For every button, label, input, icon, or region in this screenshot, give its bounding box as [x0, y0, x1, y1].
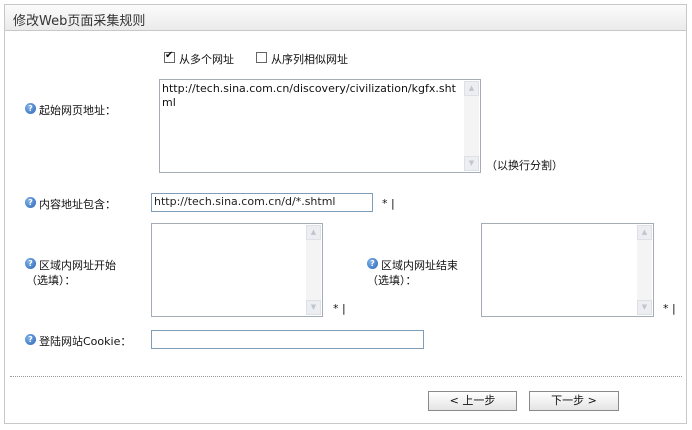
start-url-value: http://tech.sina.com.cn/discovery/civili…: [162, 82, 456, 109]
sequence-url-label: 从序列相似网址: [271, 53, 348, 66]
start-url-scrollbar[interactable]: ▲ ▼: [464, 81, 479, 171]
help-icon: ?: [25, 197, 36, 208]
scroll-up-icon[interactable]: ▲: [306, 225, 321, 240]
page-title: 修改Web页面采集规则: [13, 14, 146, 29]
region-end-optional-label: （选填）：: [367, 274, 417, 287]
region-end-scrollbar[interactable]: ▲ ▼: [637, 225, 652, 315]
title-bar: 修改Web页面采集规则: [4, 4, 687, 31]
scroll-up-icon[interactable]: ▲: [637, 225, 652, 240]
next-step-button[interactable]: 下一步 >: [529, 391, 619, 411]
sequence-url-checkbox[interactable]: [256, 52, 267, 63]
content-url-label: 内容地址包含：: [39, 198, 116, 211]
scroll-down-icon[interactable]: ▼: [464, 156, 479, 171]
region-end-textarea[interactable]: ▲ ▼: [481, 223, 654, 317]
scroll-down-icon[interactable]: ▼: [306, 300, 321, 315]
prev-step-button[interactable]: < 上一步: [428, 391, 517, 411]
help-icon: ?: [25, 258, 36, 269]
line-separator-hint: （以换行分割）: [486, 159, 563, 172]
help-icon: ?: [25, 334, 36, 345]
start-url-label: 起始网页地址：: [39, 104, 116, 117]
region-end-required-mark: * |: [663, 302, 676, 315]
content-url-input[interactable]: http://tech.sina.com.cn/d/*.shtml: [151, 193, 373, 212]
region-start-scrollbar[interactable]: ▲ ▼: [306, 225, 321, 315]
scroll-up-icon[interactable]: ▲: [464, 81, 479, 96]
multi-url-label: 从多个网址: [179, 53, 234, 66]
region-start-label: 区域内网址开始: [39, 259, 116, 272]
region-start-textarea[interactable]: ▲ ▼: [151, 223, 323, 317]
content-url-required-mark: * |: [382, 197, 395, 210]
footer-divider: [10, 376, 682, 378]
help-icon: ?: [25, 103, 36, 114]
form-panel: [4, 4, 687, 424]
region-start-required-mark: * |: [333, 302, 346, 315]
region-start-optional-label: （选填）：: [26, 274, 76, 287]
help-icon: ?: [367, 258, 378, 269]
multi-url-checkbox[interactable]: [164, 50, 175, 63]
cookie-label: 登陆网站Cookie：: [39, 335, 132, 348]
region-end-label: 区域内网址结束: [381, 259, 458, 272]
cookie-input[interactable]: [151, 330, 424, 349]
scroll-down-icon[interactable]: ▼: [637, 300, 652, 315]
start-url-textarea[interactable]: http://tech.sina.com.cn/discovery/civili…: [159, 79, 481, 173]
